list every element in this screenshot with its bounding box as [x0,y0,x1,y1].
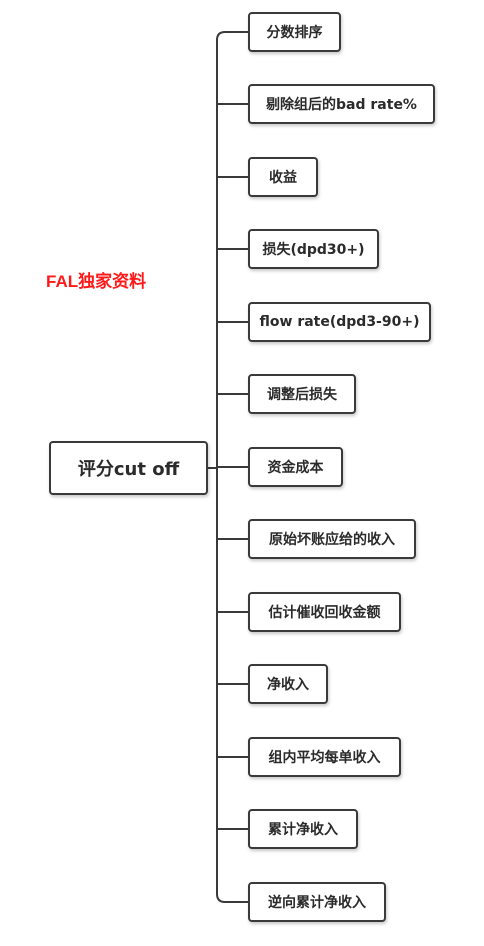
child-node-9[interactable]: 估计催收回收金额 [248,592,401,632]
child-node-6[interactable]: 调整后损失 [248,374,356,414]
root-node-label: 评分cut off [77,459,180,480]
child-node-8[interactable]: 原始坏账应给的收入 [248,519,416,559]
child-node-label: flow rate(dpd3-90+) [259,314,420,330]
child-node-label: 分数排序 [266,25,323,41]
child-node-label: 剔除组后的bad rate% [266,97,417,113]
child-node-3[interactable]: 收益 [248,157,318,197]
child-node-10[interactable]: 净收入 [248,664,328,704]
child-node-label: 估计催收回收金额 [268,605,381,621]
child-node-label: 原始坏账应给的收入 [269,532,395,548]
child-node-11[interactable]: 组内平均每单收入 [248,737,401,777]
child-node-label: 净收入 [267,677,309,693]
child-node-5[interactable]: flow rate(dpd3-90+) [248,302,431,342]
child-node-13[interactable]: 逆向累计净收入 [248,882,386,922]
child-node-label: 调整后损失 [267,387,337,403]
child-node-label: 逆向累计净收入 [268,895,366,911]
child-node-7[interactable]: 资金成本 [248,447,343,487]
watermark-text: FAL独家资料 [46,272,147,291]
child-node-2[interactable]: 剔除组后的bad rate% [248,84,435,124]
child-node-label: 资金成本 [267,460,324,476]
child-node-label: 损失(dpd30+) [262,242,365,258]
connector-branch [216,893,248,903]
child-node-4[interactable]: 损失(dpd30+) [248,229,379,269]
child-node-1[interactable]: 分数排序 [248,12,341,52]
child-node-label: 累计净收入 [268,822,338,838]
child-node-label: 组内平均每单收入 [268,750,381,766]
child-node-12[interactable]: 累计净收入 [248,809,358,849]
child-node-label: 收益 [269,170,297,186]
connector-branch [216,31,248,41]
root-node[interactable]: 评分cut off [49,441,208,495]
